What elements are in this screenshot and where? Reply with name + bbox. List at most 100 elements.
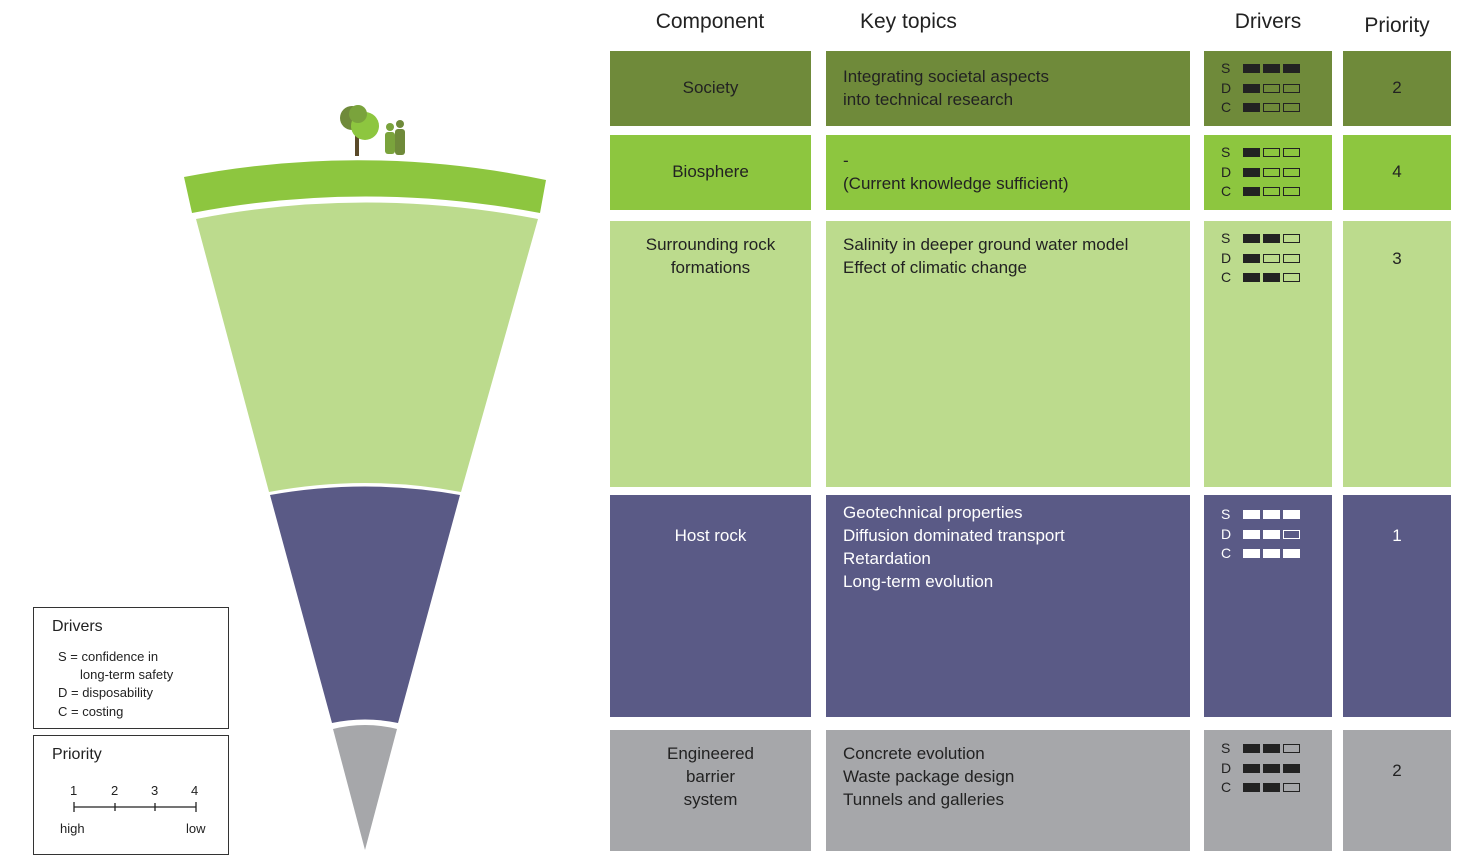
driver-box-filled: [1243, 510, 1260, 520]
priority-cell-host: 1: [1343, 495, 1451, 717]
cone-layer-biosphere: [184, 160, 546, 213]
topic-item: Long-term evolution: [843, 572, 994, 591]
driver-letter: S: [1221, 60, 1231, 77]
topic-item: Salinity in deeper ground water model: [843, 235, 1129, 254]
driver-row: C: [1221, 182, 1332, 202]
driver-box-empty: [1283, 273, 1300, 283]
topic-item: Retardation: [843, 549, 931, 568]
driver-box-filled: [1243, 187, 1260, 197]
driver-box-filled: [1283, 510, 1300, 520]
driver-box-filled: [1283, 549, 1300, 559]
driver-box-filled: [1243, 273, 1260, 283]
driver-box-filled: [1243, 744, 1260, 754]
topic-item: (Current knowledge sufficient): [843, 174, 1069, 193]
topic-item: -: [843, 151, 849, 170]
priority-cell-rock: 3: [1343, 221, 1451, 487]
priority-value: 3: [1392, 249, 1402, 268]
driver-row: C: [1221, 98, 1332, 118]
driver-box-empty: [1263, 83, 1280, 93]
cone-layer-host-rock: [270, 486, 460, 723]
component-label: Host rock: [674, 526, 747, 545]
driver-row: S: [1221, 59, 1332, 79]
priority-value: 2: [1392, 761, 1402, 780]
driver-box-empty: [1283, 234, 1300, 244]
drivers-legend-line: C = costing: [58, 704, 124, 719]
topics-cell-society: Integrating societal aspects into technic…: [826, 51, 1190, 126]
cone-layer-engineered-barrier: [333, 725, 397, 850]
driver-box-empty: [1283, 83, 1300, 93]
driver-box-filled: [1283, 64, 1300, 74]
driver-box-filled: [1243, 763, 1260, 773]
driver-box-filled: [1263, 744, 1280, 754]
driver-row: C: [1221, 544, 1332, 564]
priority-legend: Priority 1 2 3 4 high low: [33, 735, 229, 855]
component-cell-society: Society: [610, 51, 811, 126]
driver-box-filled: [1263, 273, 1280, 283]
tree-icon: [340, 105, 379, 156]
component-label: Surrounding rock: [645, 235, 776, 254]
driver-letter: S: [1221, 230, 1231, 247]
priority-cell-biosphere: 4: [1343, 135, 1451, 210]
component-label: Biosphere: [672, 162, 749, 181]
driver-box-filled: [1263, 510, 1280, 520]
cone-layer-surrounding-rock: [196, 202, 538, 492]
priority-legend-title: Priority: [52, 746, 102, 763]
driver-letter: S: [1221, 144, 1231, 161]
driver-letter: D: [1221, 79, 1232, 96]
priority-high-label: high: [60, 821, 85, 836]
driver-box-empty: [1283, 187, 1300, 197]
driver-box-filled: [1263, 234, 1280, 244]
driver-row: D: [1221, 759, 1332, 779]
header-key-topics: Key topics: [860, 10, 957, 33]
driver-letter: C: [1221, 269, 1232, 286]
driver-box-empty: [1283, 529, 1300, 539]
driver-box-empty: [1263, 148, 1280, 158]
component-label: system: [683, 790, 738, 809]
driver-box-filled: [1283, 763, 1300, 773]
component-cell-host: Host rock: [610, 495, 811, 717]
priority-tick-label: 1: [70, 783, 78, 798]
driver-row: S: [1221, 739, 1332, 759]
topic-item: into technical research: [843, 90, 1014, 109]
component-label: Engineered: [667, 744, 754, 763]
topic-item: Integrating societal aspects: [843, 67, 1050, 86]
component-label: barrier: [685, 767, 736, 786]
driver-row: D: [1221, 163, 1332, 183]
driver-box-filled: [1243, 783, 1260, 793]
driver-row: C: [1221, 268, 1332, 288]
topic-item: Concrete evolution: [843, 744, 985, 763]
people-icon: [385, 120, 405, 155]
component-label: formations: [670, 258, 751, 277]
topic-item: Waste package design: [843, 767, 1015, 786]
topic-item: Effect of climatic change: [843, 258, 1027, 277]
driver-box-filled: [1263, 549, 1280, 559]
driver-box-filled: [1243, 253, 1260, 263]
driver-row: D: [1221, 525, 1332, 545]
priority-cell-society: 2: [1343, 51, 1451, 126]
driver-box-filled: [1263, 783, 1280, 793]
drivers-legend-line: long-term safety: [80, 667, 174, 682]
driver-letter: D: [1221, 163, 1232, 180]
driver-box-empty: [1283, 783, 1300, 793]
driver-box-filled: [1263, 529, 1280, 539]
driver-box-filled: [1263, 763, 1280, 773]
repository-cone-diagram: [184, 105, 546, 850]
drivers-legend-line: S = confidence in: [58, 649, 159, 664]
driver-box-empty: [1263, 253, 1280, 263]
priority-tick-label: 3: [151, 783, 159, 798]
component-cell-ebs: Engineered barrier system: [610, 730, 811, 851]
driver-box-empty: [1283, 148, 1300, 158]
component-label: Society: [682, 78, 739, 97]
driver-row: D: [1221, 79, 1332, 99]
driver-row: S: [1221, 229, 1332, 249]
driver-letter: S: [1221, 506, 1231, 523]
driver-row: S: [1221, 143, 1332, 163]
topic-item: Geotechnical properties: [843, 503, 1023, 522]
driver-box-filled: [1243, 148, 1260, 158]
driver-box-empty: [1263, 187, 1280, 197]
topic-item: Diffusion dominated transport: [843, 526, 1065, 545]
